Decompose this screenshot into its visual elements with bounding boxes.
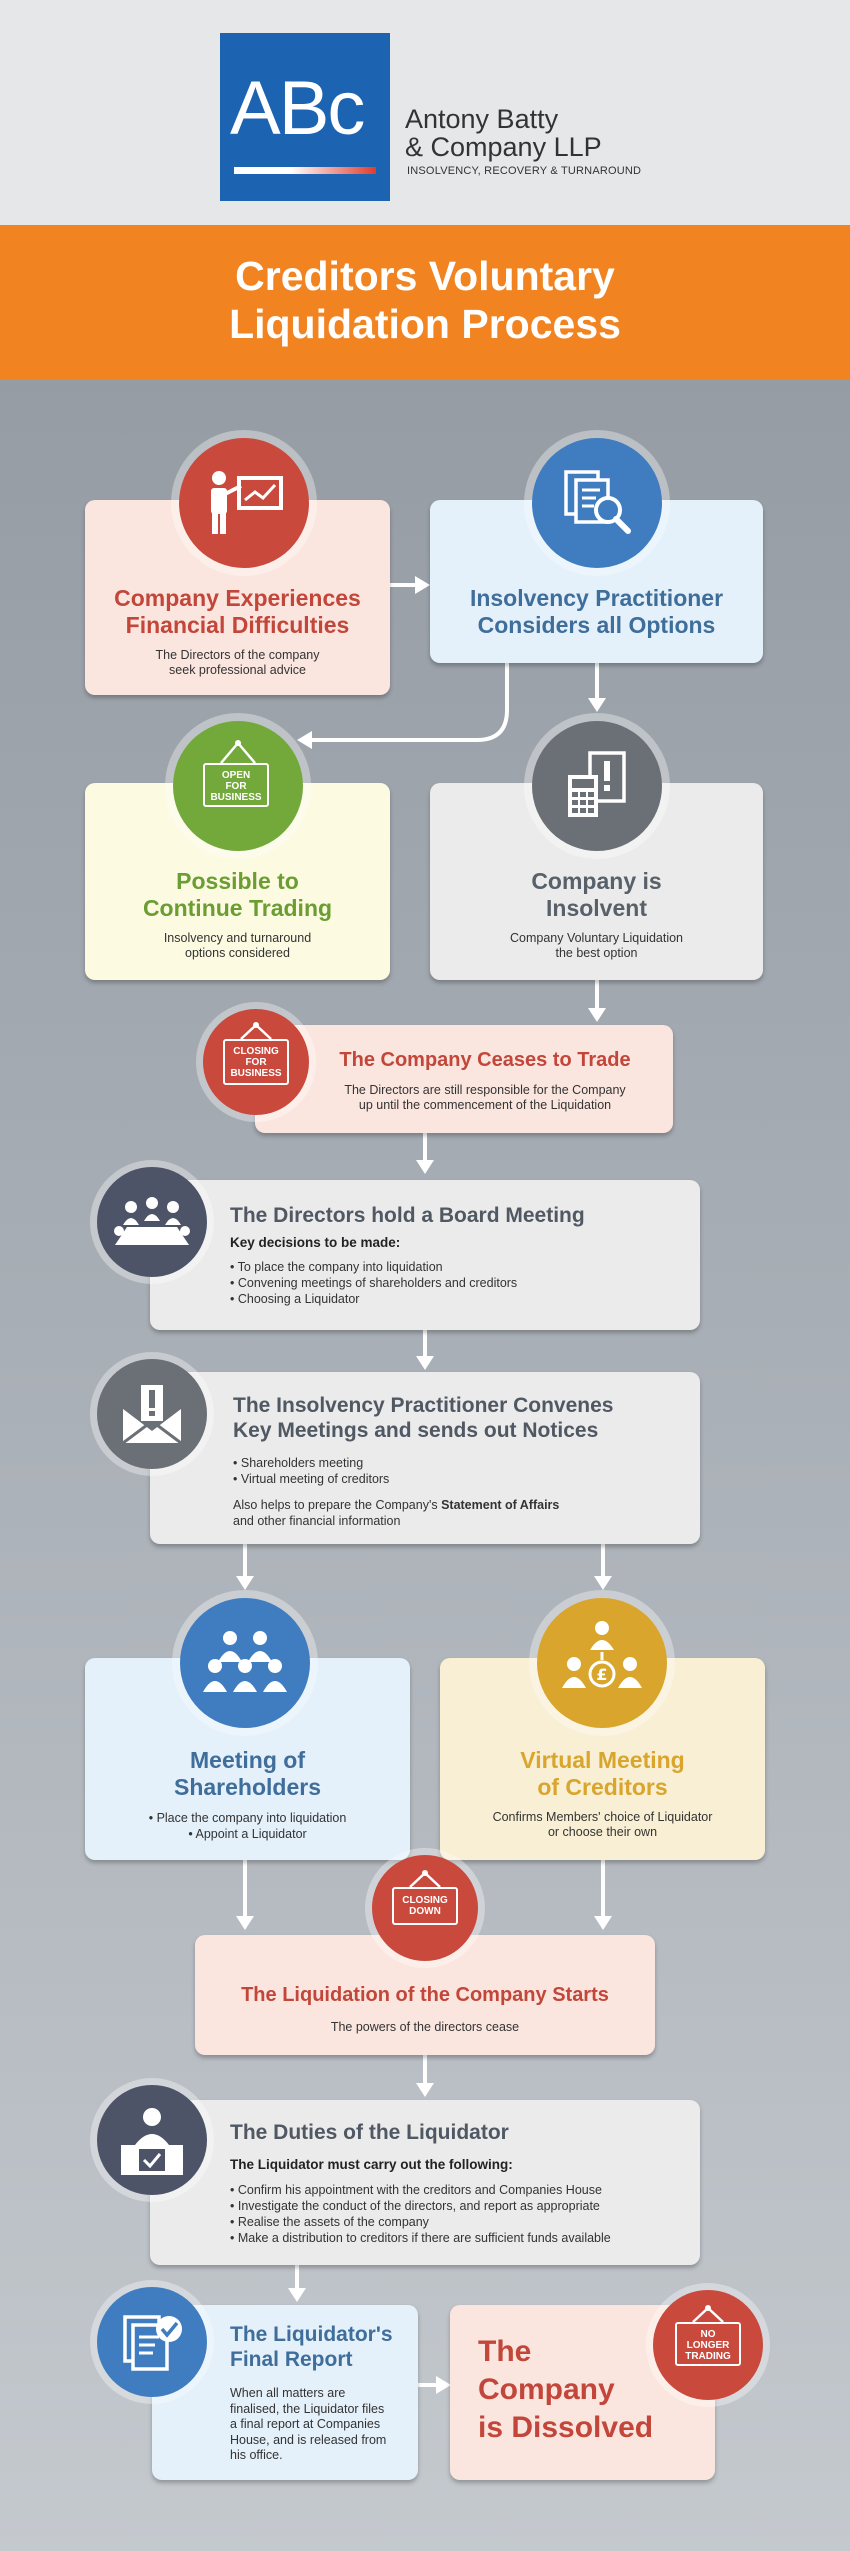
company-tagline: INSOLVENCY, RECOVERY & TURNAROUND (407, 165, 642, 177)
ceases-title: The Company Ceases to Trade (339, 1049, 631, 1071)
continue-desc: Insolvency and turnaround options consid… (163, 931, 312, 960)
closing-sign-icon: CLOSING FOR BUSINESS (203, 1009, 309, 1115)
duties-list: Confirm his appointment with the credito… (230, 2182, 611, 2246)
notices-title: The Insolvency Practitioner Convenes Key… (233, 1394, 614, 1442)
list-item: Place the company into liquidation (85, 1810, 410, 1826)
ip-options-title: Insolvency Practitioner Considers all Op… (469, 585, 724, 638)
company-name: Antony Batty & Company LLP (405, 104, 602, 162)
shareholders-group-icon (180, 1598, 310, 1728)
duties-title: The Duties of the Liquidator (230, 2121, 509, 2144)
notices-note: Also helps to prepare the Company's Stat… (233, 1498, 560, 1528)
creditors-desc: Confirms Members' choice of Liquidator o… (492, 1810, 713, 1839)
continue-title: Possible to Continue Trading (142, 868, 333, 921)
page-title: Creditors Voluntary Liquidation Process (229, 253, 621, 347)
notices-list: Shareholders meeting Virtual meeting of … (233, 1455, 389, 1487)
list-item: Confirm his appointment with the credito… (230, 2182, 611, 2198)
list-item: Appoint a Liquidator (85, 1826, 410, 1842)
open-sign-icon: OPEN FOR BUSINESS (173, 721, 303, 851)
dissolved-title: The Company is Dissolved (478, 2335, 654, 2444)
shareholders-list: Place the company into liquidation Appoi… (85, 1810, 410, 1842)
ceases-desc: The Directors are still responsible for … (344, 1083, 626, 1112)
board-decisions-list: To place the company into liquidation Co… (230, 1259, 518, 1307)
insolvent-title: Company is Insolvent (531, 868, 662, 921)
creditors-money-icon: £ (537, 1598, 667, 1728)
list-item: Convening meetings of shareholders and c… (230, 1275, 517, 1291)
calculator-document-icon (532, 721, 662, 851)
closing-down-sign-icon: CLOSING DOWN (372, 1855, 478, 1961)
list-item: To place the company into liquidation (230, 1259, 517, 1275)
closing-down-sign: CLOSING DOWN (392, 1887, 458, 1925)
board-meeting-icon (97, 1167, 207, 1277)
liquidation-desc: The powers of the directors cease (330, 2020, 520, 2034)
liquidation-title: The Liquidation of the Company Starts (241, 1984, 609, 2006)
logo-text: ABc (230, 66, 365, 151)
liquidator-desk-icon (97, 2085, 207, 2195)
list-item: Make a distribution to creditors if ther… (230, 2230, 611, 2246)
list-item: Virtual meeting of creditors (233, 1471, 389, 1487)
header: ABc Antony Batty & Company LLP INSOLVENC… (0, 0, 850, 225)
financial-desc: The Directors of the company seek profes… (155, 648, 320, 677)
duties-subtitle: The Liquidator must carry out the follow… (230, 2157, 513, 2172)
list-item: Choosing a Liquidator (230, 1291, 517, 1307)
no-longer-trading-sign: NO LONGER TRADING (675, 2322, 741, 2366)
board-title: The Directors hold a Board Meeting (230, 1204, 585, 1227)
svg-text:£: £ (596, 1665, 607, 1684)
title-banner (0, 225, 850, 380)
open-sign: OPEN FOR BUSINESS (203, 763, 269, 807)
shareholders-title: Meeting of Shareholders (174, 1747, 321, 1800)
no-longer-trading-sign-icon: NO LONGER TRADING (653, 2290, 763, 2400)
document-search-icon (532, 438, 662, 568)
arrow-ip-to-continue (310, 663, 509, 742)
list-item: Realise the assets of the company (230, 2214, 611, 2230)
presentation-icon (179, 438, 309, 568)
creditors-title: Virtual Meeting of Creditors (520, 1747, 685, 1800)
logo: ABc (220, 33, 390, 201)
list-item: Shareholders meeting (233, 1455, 389, 1471)
final-report-title: The Liquidator's Final Report (230, 2323, 393, 2371)
step-ceases-to-trade (255, 1025, 673, 1133)
report-check-icon (97, 2287, 207, 2397)
notice-envelope-icon (97, 1359, 207, 1469)
logo-gradient-bar (234, 167, 376, 174)
final-report-desc: When all matters are finalised, the Liqu… (230, 2386, 387, 2462)
financial-title: Company Experiences Financial Difficulti… (114, 585, 361, 638)
list-item: Investigate the conduct of the directors… (230, 2198, 611, 2214)
board-subtitle: Key decisions to be made: (230, 1235, 401, 1250)
insolvent-desc: Company Voluntary Liquidation the best o… (509, 931, 684, 960)
closing-for-business-sign: CLOSING FOR BUSINESS (223, 1039, 289, 1085)
